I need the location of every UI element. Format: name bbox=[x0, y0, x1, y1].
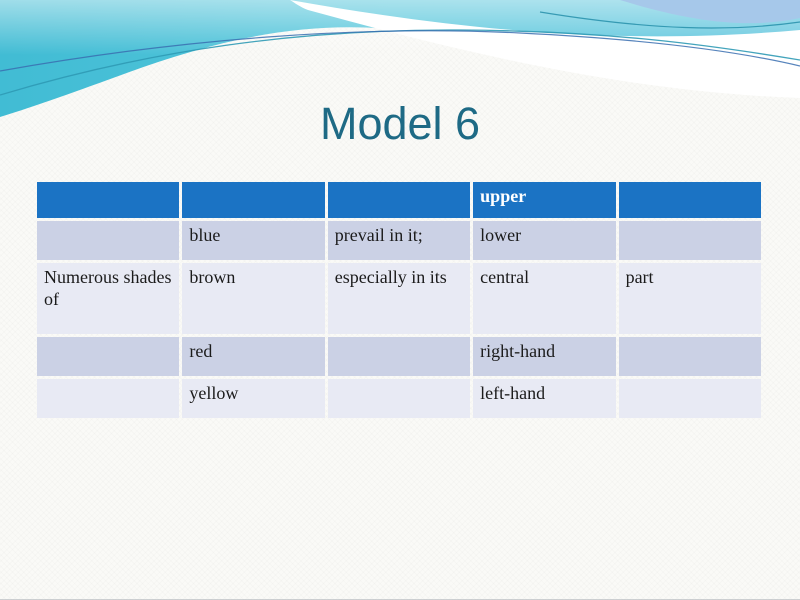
table-cell: left-hand bbox=[473, 379, 616, 418]
table-header-cell bbox=[182, 182, 325, 218]
table-cell: brown bbox=[182, 263, 325, 334]
content-table: upper blue prevail in it; lower Numerous… bbox=[34, 179, 764, 421]
table-cell: lower bbox=[473, 221, 616, 260]
table-cell bbox=[37, 337, 180, 376]
table-cell: central bbox=[473, 263, 616, 334]
table-cell: yellow bbox=[182, 379, 325, 418]
page-title: Model 6 bbox=[319, 98, 481, 149]
table-cell: prevail in it; bbox=[327, 221, 471, 260]
table-row: yellow left-hand bbox=[37, 379, 761, 418]
table-cell bbox=[618, 337, 761, 376]
table-cell bbox=[618, 221, 761, 260]
table-row: Numerous shades of brown especially in i… bbox=[37, 263, 761, 334]
table-header-cell: upper bbox=[473, 182, 616, 218]
table-cell: part bbox=[618, 263, 761, 334]
table-cell: blue bbox=[182, 221, 325, 260]
wave-decoration bbox=[0, 0, 800, 117]
table-cell: red bbox=[182, 337, 325, 376]
table-cell: especially in its bbox=[327, 263, 471, 334]
table-cell bbox=[327, 337, 471, 376]
table-row: red right-hand bbox=[37, 337, 761, 376]
table-cell bbox=[618, 379, 761, 418]
table-header-row: upper bbox=[37, 182, 761, 218]
table-cell: right-hand bbox=[473, 337, 616, 376]
table-cell bbox=[327, 379, 471, 418]
table-cell bbox=[37, 221, 180, 260]
table-cell: Numerous shades of bbox=[37, 263, 180, 334]
table-header-cell bbox=[327, 182, 471, 218]
table-cell bbox=[37, 379, 180, 418]
table-row: blue prevail in it; lower bbox=[37, 221, 761, 260]
table-header-cell bbox=[37, 182, 180, 218]
table-header-cell bbox=[618, 182, 761, 218]
